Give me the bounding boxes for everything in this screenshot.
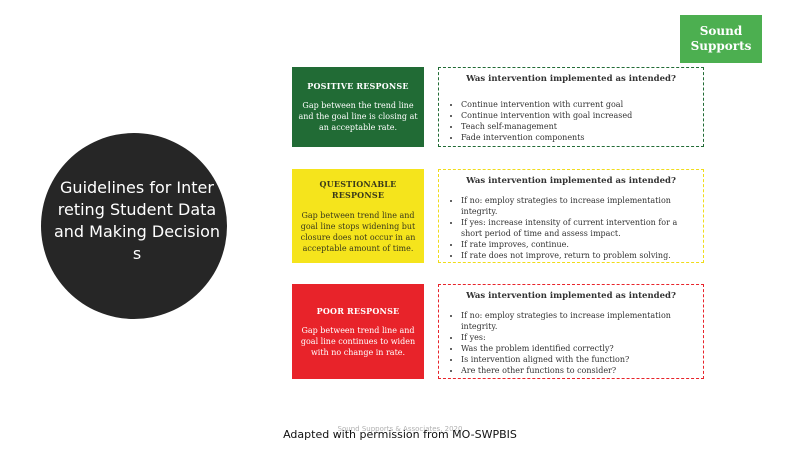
list-item: If yes: <box>461 332 693 343</box>
list-item: If no: employ strategies to increase imp… <box>461 310 693 332</box>
list-item: Teach self-management <box>461 121 693 132</box>
poor-response-actions: Was intervention implemented as intended… <box>438 284 704 379</box>
poor-response-title: POOR RESPONSE <box>316 305 400 316</box>
logo-line-2: Supports <box>690 39 752 53</box>
questionable-response-title: QUESTIONABLE RESPONSE <box>319 178 397 200</box>
questionable-action-list: If no: employ strategies to increase imp… <box>449 195 693 261</box>
list-item: Fade intervention components <box>461 132 693 143</box>
slide-title-line-3: and Making Decision <box>53 222 220 241</box>
copyright-text: Sound Supports & Associates, 2020 <box>337 425 463 433</box>
questionable-response-actions: Was intervention implemented as intended… <box>438 169 704 263</box>
list-item: If rate improves, continue. <box>461 239 693 250</box>
poor-response-description: Gap between trend line and goal line con… <box>300 325 416 357</box>
poor-question: Was intervention implemented as intended… <box>466 291 676 301</box>
list-item: Continue intervention with goal increase… <box>461 110 693 121</box>
list-item: Continue intervention with current goal <box>461 99 693 110</box>
positive-action-list: Continue intervention with current goal … <box>449 99 693 143</box>
attribution-text: Adapted with permission from MO-SWPBIS <box>283 428 517 441</box>
slide-title-line-2: reting Student Data <box>57 200 217 219</box>
positive-response-description: Gap between the trend line and the goal … <box>298 101 418 132</box>
positive-response-actions: Was intervention implemented as intended… <box>438 67 704 147</box>
positive-question: Was intervention implemented as intended… <box>466 74 676 84</box>
list-item: Is intervention aligned with the functio… <box>461 354 693 365</box>
list-item: If yes: increase intensity of current in… <box>461 217 693 239</box>
list-item: If no: employ strategies to increase imp… <box>461 195 693 217</box>
questionable-response-box: QUESTIONABLE RESPONSE Gap between trend … <box>292 169 424 263</box>
logo-line-1: Sound <box>699 24 743 38</box>
poor-action-list: If no: employ strategies to increase imp… <box>449 310 693 376</box>
list-item: If rate does not improve, return to prob… <box>461 250 693 261</box>
slide-title-line-4: s <box>132 244 142 263</box>
sound-supports-logo: Sound Supports <box>680 15 762 63</box>
slide-title: Guidelines for Inter reting Student Data… <box>46 177 228 265</box>
positive-response-title: POSITIVE RESPONSE <box>307 81 409 91</box>
title-circle <box>41 133 227 319</box>
slide-title-line-1: Guidelines for Inter <box>60 178 214 197</box>
questionable-question: Was intervention implemented as intended… <box>466 176 676 186</box>
positive-response-box: POSITIVE RESPONSE Gap between the trend … <box>292 67 424 147</box>
list-item: Are there other functions to consider? <box>461 365 693 376</box>
poor-response-box: POOR RESPONSE Gap between trend line and… <box>292 284 424 379</box>
questionable-response-description: Gap between trend line and goal line sto… <box>300 210 416 253</box>
list-item: Was the problem identified correctly? <box>461 343 693 354</box>
